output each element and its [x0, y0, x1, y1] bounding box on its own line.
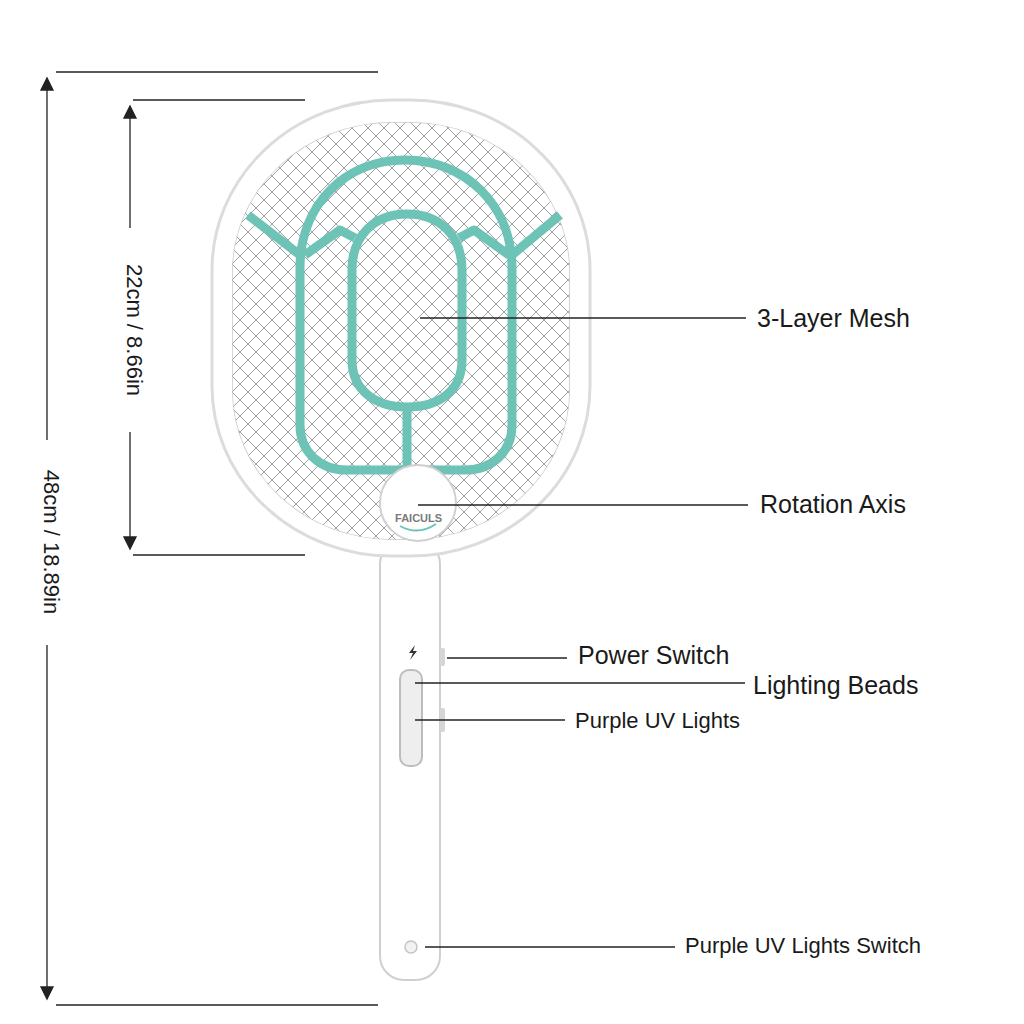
brand-logo: FAICULS: [395, 513, 442, 524]
leader-lines: [415, 318, 748, 947]
dimension-label: 22cm / 8.66in: [123, 260, 145, 400]
handle: [380, 540, 440, 980]
mesh: [232, 122, 570, 540]
part-label: 3-Layer Mesh: [757, 306, 910, 331]
part-label: Rotation Axis: [760, 492, 906, 517]
power-switch: [440, 648, 445, 666]
part-label: Purple UV Lights Switch: [685, 935, 921, 957]
part-label: Purple UV Lights: [575, 710, 740, 732]
logo-swoosh: [400, 524, 436, 531]
racket-frame: [212, 100, 590, 556]
part-label: Lighting Beads: [753, 673, 918, 698]
rotation-axis: [380, 465, 456, 541]
dimension-label: 48cm / 18.89in: [40, 466, 62, 618]
light-window: [400, 670, 422, 766]
part-label: Power Switch: [578, 643, 729, 668]
teal-frame: [248, 160, 560, 485]
charge-icon: [409, 645, 417, 660]
uv-switch: [405, 941, 417, 953]
